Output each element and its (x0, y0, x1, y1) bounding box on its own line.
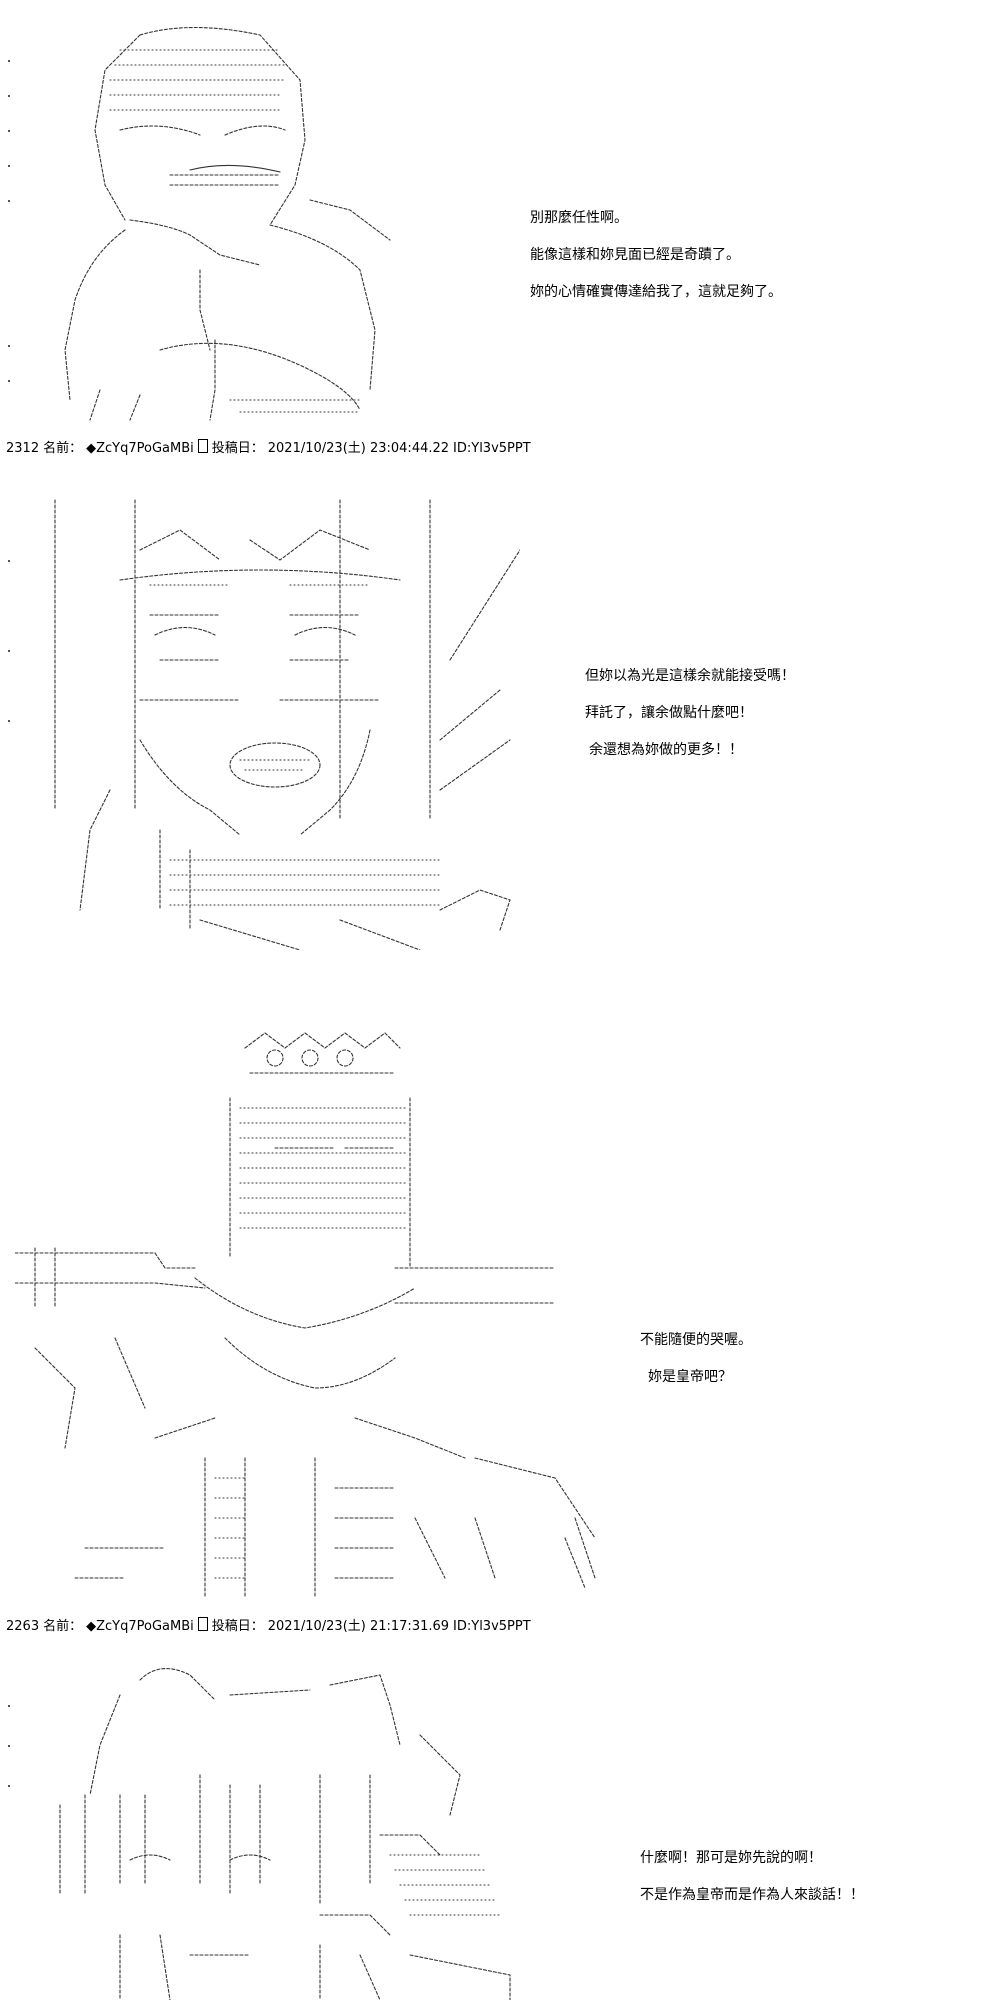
margin-dot (8, 380, 10, 382)
dialogue-line: 別那麼任性啊。 (530, 210, 628, 226)
panel-3: 不能隨便的哭喔。 妳是皇帝吧？ (0, 1010, 999, 1610)
post-date-label: 投稿日： (211, 1619, 264, 1634)
post-number: 2263 (6, 1619, 40, 1634)
dialogue-line: 什麼啊！那可是妳先說的啊！ (640, 1850, 822, 1866)
ascii-art-drawing (59, 1668, 511, 2000)
margin-dot (8, 1705, 10, 1707)
dialogue-line: 不是作為皇帝而是作為人來談話！！ (640, 1887, 864, 1903)
post-name-label: 名前： (43, 441, 83, 456)
dialogue-line: 妳是皇帝吧？ (648, 1369, 732, 1385)
dialogue-block-2: 但妳以為光是這樣余就能接受嗎！ 拜託了，讓余做點什麼吧！ 余還想為妳做的更多！！ (585, 666, 795, 777)
dialogue-line: 不能隨便的哭喔。 (640, 1332, 752, 1348)
margin-dot (8, 165, 10, 167)
dialogue-line: 能像這樣和妳見面已經是奇蹟了。 (530, 247, 740, 263)
post-datetime: 2021/10/23(土) 23:04:44.22 (267, 441, 450, 456)
dialogue-block-4: 什麼啊！那可是妳先說的啊！ 不是作為皇帝而是作為人來談話！！ (640, 1848, 864, 1922)
dialogue-line: 但妳以為光是這樣余就能接受嗎！ (585, 668, 795, 684)
ascii-art-character-2 (40, 490, 520, 950)
margin-dot (8, 200, 10, 202)
margin-dot (8, 560, 10, 562)
post-date-label: 投稿日： (211, 441, 264, 456)
panel-4: 什麼啊！那可是妳先說的啊！ 不是作為皇帝而是作為人來談話！！ (0, 1645, 999, 2000)
dialogue-line: 拜託了，讓余做點什麼吧！ (585, 705, 753, 721)
ascii-art-drawing (54, 499, 520, 950)
dialogue-line: 妳的心情確實傳達給我了，這就足夠了。 (530, 284, 782, 300)
post-name-label: 名前： (43, 1619, 83, 1634)
box-icon (197, 1617, 208, 1631)
post-trip: ◆ZcYq7PoGaMBi (86, 441, 194, 456)
panel-2: 但妳以為光是這樣余就能接受嗎！ 拜託了，讓余做點什麼吧！ 余還想為妳做的更多！！ (0, 470, 999, 970)
dialogue-block-3: 不能隨便的哭喔。 妳是皇帝吧？ (640, 1330, 752, 1404)
ascii-art-drawing (64, 26, 391, 421)
margin-dot (8, 345, 10, 347)
margin-dot (8, 720, 10, 722)
ascii-art-character-1 (30, 10, 430, 430)
panel-1: 別那麼任性啊。 能像這樣和妳見面已經是奇蹟了。 妳的心情確實傳達給我了，這就足夠… (0, 0, 999, 440)
margin-dot (8, 1785, 10, 1787)
box-icon (197, 439, 208, 453)
dialogue-block-1: 別那麼任性啊。 能像這樣和妳見面已經是奇蹟了。 妳的心情確實傳達給我了，這就足夠… (530, 208, 782, 319)
margin-dot (8, 60, 10, 62)
margin-dot (8, 650, 10, 652)
dialogue-line: 余還想為妳做的更多！！ (589, 742, 743, 758)
ascii-art-character-3 (15, 1018, 605, 1598)
post-id: ID:Yl3v5PPT (453, 1619, 531, 1634)
ascii-art-drawing (15, 1032, 596, 1598)
ascii-art-character-4 (40, 1655, 520, 2000)
margin-dot (8, 95, 10, 97)
post-trip: ◆ZcYq7PoGaMBi (86, 1619, 194, 1634)
margin-dot (8, 130, 10, 132)
margin-dot (8, 1745, 10, 1747)
post-id: ID:Yl3v5PPT (453, 441, 531, 456)
post-datetime: 2021/10/23(土) 21:17:31.69 (267, 1619, 450, 1634)
post-number: 2312 (6, 441, 40, 456)
